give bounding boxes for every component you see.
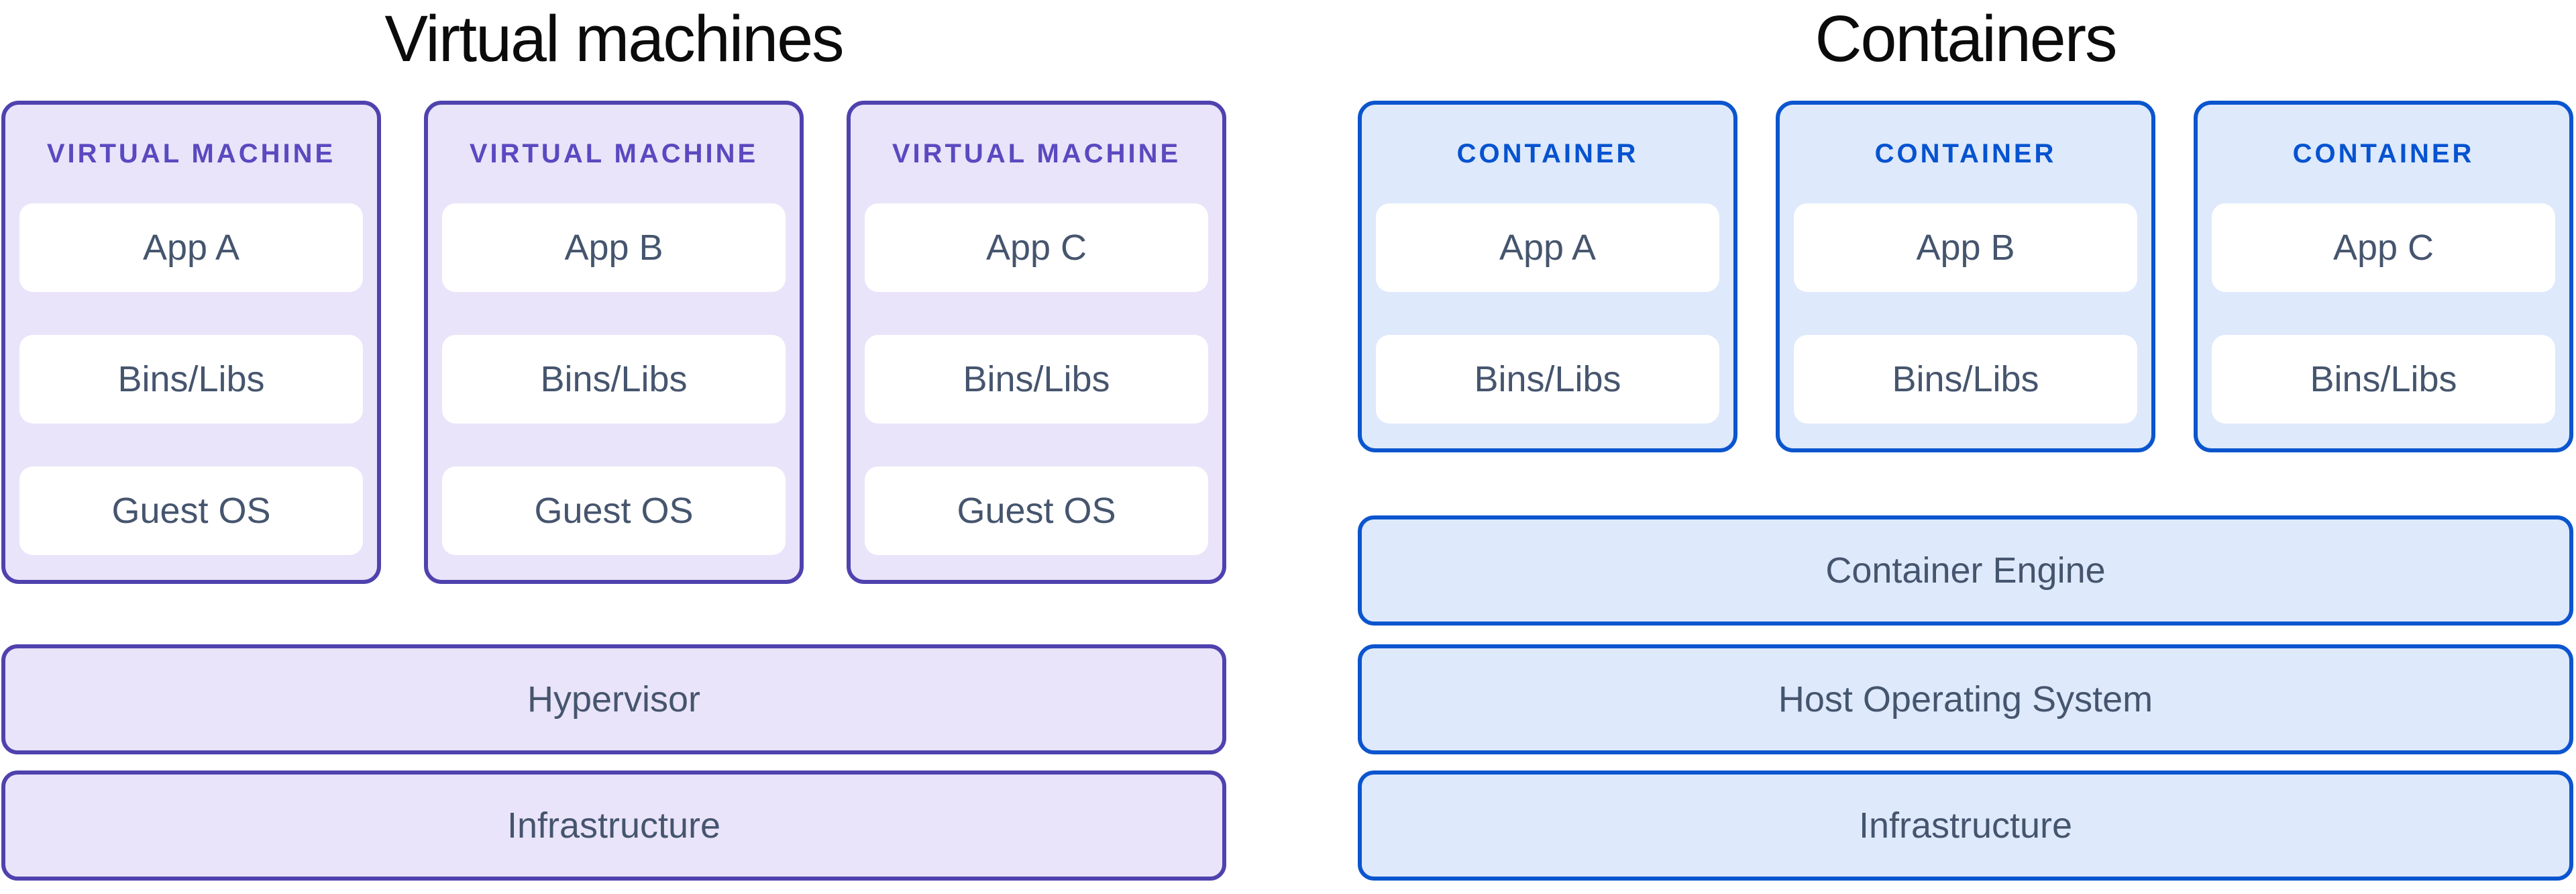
vm-card-3: VIRTUAL MACHINE App C Bins/Libs Guest OS <box>847 101 1226 584</box>
containers-panel: Containers CONTAINER App A Bins/Libs CON… <box>1358 0 2573 894</box>
container-card-label: CONTAINER <box>1456 139 1639 168</box>
infrastructure-bar-left: Infrastructure <box>1 771 1226 881</box>
app-b-box: App B <box>1794 203 2137 292</box>
container-card-label: CONTAINER <box>2292 139 2475 168</box>
app-c-box: App C <box>2212 203 2555 292</box>
host-operating-system-bar: Host Operating System <box>1358 644 2573 754</box>
guest-os-box: Guest OS <box>865 466 1208 555</box>
app-b-box: App B <box>442 203 786 292</box>
container-cards-row: CONTAINER App A Bins/Libs CONTAINER App … <box>1358 101 2573 452</box>
hypervisor-bar: Hypervisor <box>1 644 1226 754</box>
virtual-machines-panel: Virtual machines VIRTUAL MACHINE App A B… <box>1 0 1226 894</box>
app-a-box: App A <box>19 203 363 292</box>
vm-card-label: VIRTUAL MACHINE <box>469 139 759 168</box>
bins-libs-box: Bins/Libs <box>865 335 1208 424</box>
bins-libs-box: Bins/Libs <box>442 335 786 424</box>
bins-libs-box: Bins/Libs <box>1794 335 2137 424</box>
container-card-3: CONTAINER App C Bins/Libs <box>2194 101 2573 452</box>
container-card-label: CONTAINER <box>1874 139 2057 168</box>
vm-card-2: VIRTUAL MACHINE App B Bins/Libs Guest OS <box>424 101 804 584</box>
bins-libs-box: Bins/Libs <box>1376 335 1719 424</box>
vm-cards-row: VIRTUAL MACHINE App A Bins/Libs Guest OS… <box>1 101 1226 584</box>
container-engine-bar: Container Engine <box>1358 515 2573 626</box>
virtual-machines-title: Virtual machines <box>384 1 844 75</box>
bins-libs-box: Bins/Libs <box>19 335 363 424</box>
infrastructure-bar-right: Infrastructure <box>1358 771 2573 881</box>
container-card-1: CONTAINER App A Bins/Libs <box>1358 101 1737 452</box>
app-c-box: App C <box>865 203 1208 292</box>
bins-libs-box: Bins/Libs <box>2212 335 2555 424</box>
vm-card-1: VIRTUAL MACHINE App A Bins/Libs Guest OS <box>1 101 381 584</box>
vm-card-label: VIRTUAL MACHINE <box>892 139 1181 168</box>
containers-title: Containers <box>1815 1 2117 75</box>
app-a-box: App A <box>1376 203 1719 292</box>
guest-os-box: Guest OS <box>442 466 786 555</box>
container-card-2: CONTAINER App B Bins/Libs <box>1776 101 2155 452</box>
guest-os-box: Guest OS <box>19 466 363 555</box>
vm-card-label: VIRTUAL MACHINE <box>46 139 336 168</box>
